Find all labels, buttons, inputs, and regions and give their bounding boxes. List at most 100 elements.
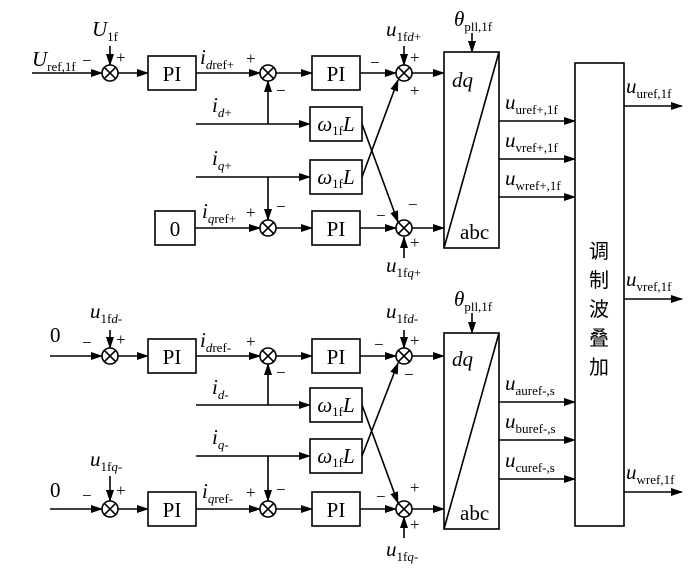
theta-pll-label: θpll,1f bbox=[454, 7, 493, 34]
sign-minus: − bbox=[82, 333, 92, 352]
feedback-u1f-label: U1f bbox=[92, 17, 119, 44]
sign-minus: − bbox=[82, 51, 92, 70]
summing-cross-icon bbox=[261, 349, 275, 363]
summing-cross-icon bbox=[103, 502, 117, 516]
final-output-label: uvref,1f bbox=[626, 267, 672, 294]
sign-minus: − bbox=[276, 81, 286, 100]
sign-plus: + bbox=[116, 481, 126, 500]
pi-label: PI bbox=[327, 62, 346, 86]
idref-plus-label: idref+ bbox=[200, 45, 234, 72]
summing-junction-neg-id bbox=[259, 347, 277, 365]
pi-neg-current-q-controller bbox=[311, 491, 361, 527]
summing-cross-icon bbox=[103, 66, 117, 80]
decoupling-block-q bbox=[309, 159, 363, 195]
superposition-char: 波 bbox=[589, 297, 609, 321]
summing-cross-icon bbox=[397, 221, 411, 235]
sign-plus: + bbox=[410, 478, 420, 497]
sign-plus: + bbox=[410, 233, 420, 252]
cross-coupling-neg-d-to-q bbox=[361, 404, 399, 504]
summing-cross-icon bbox=[261, 502, 275, 516]
pi-label: PI bbox=[327, 498, 346, 522]
dq-abc-diagonal bbox=[443, 332, 500, 530]
iqref-plus-label: iqref+ bbox=[202, 199, 236, 226]
id-minus-label: id- bbox=[212, 375, 229, 402]
pi-label: PI bbox=[163, 62, 182, 86]
summing-cross-icon bbox=[103, 349, 117, 363]
summing-junction-neg-iq bbox=[259, 500, 277, 518]
summing-junction-neg-q-outer bbox=[101, 500, 119, 518]
pi-current-d-controller bbox=[311, 55, 361, 91]
uq-neg-feedforward-label: u1fq- bbox=[386, 537, 418, 564]
sign-plus: + bbox=[410, 81, 420, 100]
ud-feedforward-label: u1fd+ bbox=[386, 17, 421, 44]
final-output-label: uuref,1f bbox=[626, 74, 672, 101]
sign-minus: − bbox=[370, 53, 380, 72]
positive-output-label: uvref+,1f bbox=[505, 128, 559, 155]
summing-cross-icon bbox=[397, 349, 411, 363]
superposition-char: 调 bbox=[589, 239, 609, 263]
sign-plus: + bbox=[116, 330, 126, 349]
pi-label: PI bbox=[163, 498, 182, 522]
abc-label: abc bbox=[460, 220, 489, 244]
summing-junction-iq bbox=[259, 219, 277, 237]
abc-label: abc bbox=[460, 501, 489, 525]
dq-label: dq bbox=[452, 347, 474, 371]
uq-feedforward-label: u1fq+ bbox=[386, 253, 421, 280]
summing-junction-uq bbox=[395, 219, 413, 237]
superposition-char: 叠 bbox=[589, 326, 609, 350]
decoupling-label: ω1fL bbox=[317, 165, 354, 191]
sign-minus: − bbox=[276, 197, 286, 216]
cross-coupling-d-to-q bbox=[361, 123, 399, 223]
iq-minus-label: iq- bbox=[212, 425, 229, 452]
pi-label: PI bbox=[327, 217, 346, 241]
summing-junction-id bbox=[259, 64, 277, 82]
decoupling-block-d bbox=[309, 106, 363, 142]
sign-minus: − bbox=[404, 365, 414, 384]
positive-output-label: uuref+,1f bbox=[505, 90, 559, 117]
sign-minus: − bbox=[408, 195, 418, 214]
id-plus-label: id+ bbox=[212, 93, 232, 120]
decoupling-label: ω1fL bbox=[317, 112, 354, 138]
idref-minus-label: idref- bbox=[200, 328, 231, 355]
pi-label: PI bbox=[163, 345, 182, 369]
dq-abc-diagonal bbox=[443, 51, 500, 249]
theta-pll-neg-label: θpll,1f bbox=[454, 287, 493, 314]
iq-plus-label: iq+ bbox=[212, 146, 232, 173]
pi-neg-q-outer-controller bbox=[147, 491, 197, 527]
dq-label: dq bbox=[452, 68, 474, 92]
superposition-char: 制 bbox=[589, 268, 609, 292]
iqref-minus-label: iqref- bbox=[202, 479, 233, 506]
pi-neg-current-d-controller bbox=[311, 338, 361, 374]
pi-current-q-controller bbox=[311, 210, 361, 246]
sign-plus: + bbox=[246, 49, 256, 68]
summing-cross-icon bbox=[397, 66, 411, 80]
decoupling-label: ω1fL bbox=[317, 393, 354, 419]
sign-minus: − bbox=[376, 206, 386, 225]
zero-input-q: 0 bbox=[50, 478, 61, 502]
zero-reference-block bbox=[154, 210, 196, 246]
uq-neg-feedback-label: u1fq- bbox=[90, 447, 122, 474]
summing-junction-neg-d-outer bbox=[101, 347, 119, 365]
negative-output-label: uauref-,s bbox=[505, 371, 555, 398]
decoupling-label: ω1fL bbox=[317, 444, 354, 470]
zero-input-d: 0 bbox=[50, 323, 61, 347]
pi-neg-d-outer-controller bbox=[147, 338, 197, 374]
sign-plus: + bbox=[410, 515, 420, 534]
summing-junction-ud bbox=[395, 64, 413, 82]
sign-minus: − bbox=[82, 486, 92, 505]
summing-junction-neg-ud bbox=[395, 347, 413, 365]
cross-coupling-q-to-d bbox=[361, 79, 399, 178]
sign-plus: + bbox=[116, 48, 126, 67]
sign-plus: + bbox=[246, 483, 256, 502]
summing-cross-icon bbox=[261, 221, 275, 235]
negative-output-label: uburef-,s bbox=[505, 409, 556, 436]
sign-minus: − bbox=[276, 363, 286, 382]
decoupling-block-neg-d bbox=[309, 387, 363, 423]
sign-minus: − bbox=[376, 487, 386, 506]
summing-cross-icon bbox=[397, 502, 411, 516]
sign-plus: + bbox=[246, 332, 256, 351]
sign-plus: + bbox=[410, 331, 420, 350]
summing-junction-neg-uq bbox=[395, 500, 413, 518]
positive-output-label: uwref+,1f bbox=[505, 166, 561, 193]
final-output-label: uwref,1f bbox=[626, 460, 675, 487]
